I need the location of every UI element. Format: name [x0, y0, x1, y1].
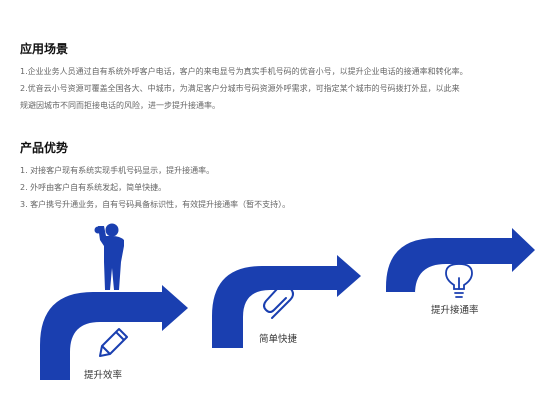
- paperclip-icon: [263, 284, 294, 319]
- advantages-section: 产品优势 1. 对接客户现有系统实现手机号码显示，提升接通率。 2. 外呼由客户…: [20, 139, 544, 213]
- advantages-line-3: 3. 客户携号升通业务，自有号码具备标识性，有效提升接通率（暂不支持）。: [20, 200, 291, 209]
- pencil-icon: [99, 328, 128, 357]
- advantages-line-2: 2. 外呼由客户自有系统发起，简单快捷。: [20, 183, 167, 192]
- scenarios-title: 应用场景: [20, 42, 69, 56]
- lightbulb-icon: [445, 263, 473, 298]
- step-2-label: 简单快捷: [259, 333, 298, 345]
- scenarios-section: 应用场景 1.企业业务人员通过自有系统外呼客户电话，客户的来电显号为真实手机号码…: [20, 40, 544, 114]
- thumbs-up-person-icon: [94, 223, 124, 290]
- scenarios-line-2: 2.优音云小号资源可覆盖全国各大、中城市，为满足客户分城市号码资源外呼需求，可指…: [20, 84, 460, 93]
- scenarios-line-3: 规避因城市不同而拒接电话的风险，进一步提升接通率。: [20, 101, 220, 110]
- step-2-arrow: [212, 255, 361, 348]
- advantages-title: 产品优势: [20, 141, 69, 155]
- step-3-label: 提升接通率: [431, 304, 479, 316]
- step-1-label: 提升效率: [84, 369, 123, 381]
- advantages-line-1: 1. 对接客户现有系统实现手机号码显示，提升接通率。: [20, 166, 215, 175]
- step-3-arrow: [386, 228, 535, 294]
- scenarios-line-1: 1.企业业务人员通过自有系统外呼客户电话，客户的来电显号为真实手机号码的优音小号…: [20, 67, 468, 76]
- step-1-arrow: [40, 285, 188, 380]
